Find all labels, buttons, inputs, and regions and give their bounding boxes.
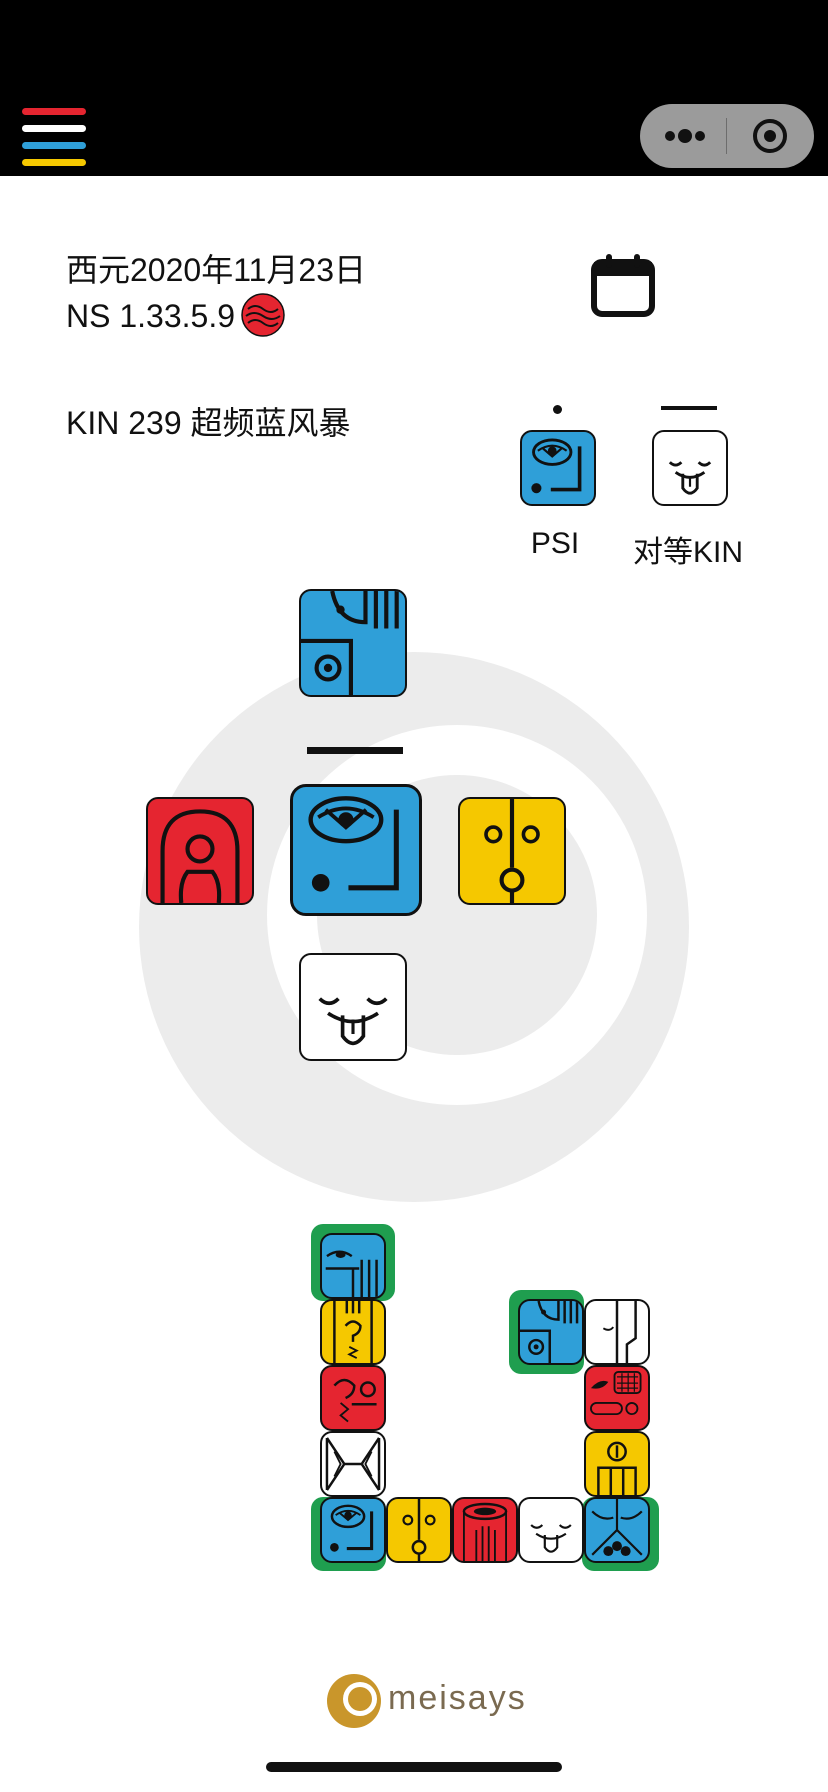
wavespell-monkey-glyph-icon[interactable] [518, 1299, 584, 1365]
wavespell-storm-glyph-icon[interactable] [320, 1497, 386, 1563]
mini-program-capsule [640, 104, 814, 168]
main-tone-bar [307, 747, 403, 754]
ns-text: NS 1.33.5.9 [66, 298, 235, 334]
antipode-earth-glyph-icon[interactable] [146, 797, 254, 905]
menu-line-blue [22, 142, 86, 149]
wavespell-eagle-glyph-icon[interactable] [320, 1233, 386, 1299]
brand-name: meisays [388, 1679, 527, 1717]
equal-kin-tone-bar [661, 406, 717, 410]
wavespell-seed-glyph-icon[interactable] [584, 1365, 650, 1431]
wavespell-dog-glyph-icon[interactable] [518, 1497, 584, 1563]
menu-line-red [22, 108, 86, 115]
equal-kin-label: 对等KIN [632, 536, 743, 569]
psi-storm-glyph-icon[interactable] [520, 430, 596, 506]
analog-human-glyph-icon[interactable] [458, 797, 566, 905]
guide-monkey-glyph-icon[interactable] [299, 589, 407, 697]
more-button[interactable] [640, 104, 726, 168]
wavespell-serpent-glyph-icon[interactable] [452, 1497, 518, 1563]
main-storm-glyph-icon[interactable] [290, 784, 422, 916]
wavespell-warrior-glyph-icon[interactable] [320, 1299, 386, 1365]
home-indicator [266, 1762, 562, 1772]
wavespell-wind-glyph-icon[interactable] [584, 1299, 650, 1365]
meisays-logo-icon [327, 1674, 381, 1728]
red-moon-wave-icon [241, 293, 285, 337]
calendar-icon[interactable] [590, 252, 656, 318]
menu-line-yellow [22, 159, 86, 166]
equal-kin-dog-glyph-icon[interactable] [652, 430, 728, 506]
occult-dog-glyph-icon[interactable] [299, 953, 407, 1061]
kin-title: KIN 239 超频蓝风暴 [66, 405, 351, 441]
wavespell-sun-glyph-icon[interactable] [584, 1431, 650, 1497]
date-text: 西元2020年11月23日 [66, 252, 367, 288]
wavespell-earth-glyph-icon[interactable] [320, 1365, 386, 1431]
wavespell-night-glyph-icon[interactable] [584, 1497, 650, 1563]
menu-line-white [22, 125, 86, 132]
menu-button[interactable] [20, 104, 90, 172]
psi-label: PSI [530, 527, 580, 560]
capsule-divider [726, 118, 727, 154]
close-button[interactable] [727, 104, 814, 168]
background-moon-watermark [139, 652, 689, 1202]
wavespell-human-glyph-icon[interactable] [386, 1497, 452, 1563]
psi-tone-dot [553, 405, 562, 414]
more-dots-icon [665, 129, 705, 143]
wavespell-mirror-glyph-icon[interactable] [320, 1431, 386, 1497]
target-circle-icon [753, 119, 787, 153]
